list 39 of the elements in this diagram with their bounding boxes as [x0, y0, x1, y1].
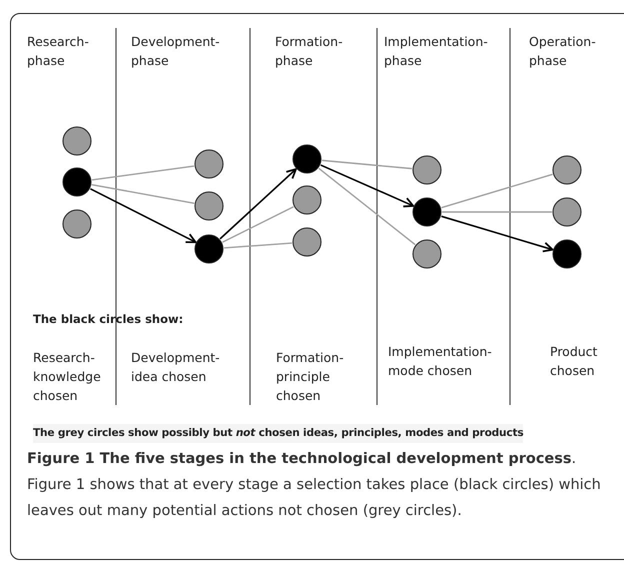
phase-heading: Implementation- phase [384, 33, 489, 70]
circle-node [62, 126, 92, 156]
circle-node [292, 144, 322, 174]
arrow [320, 164, 414, 208]
phase-heading: Formation- phase [275, 33, 344, 70]
circle-node [412, 239, 442, 269]
connector-line [222, 206, 294, 243]
legend-note: The grey circles show possibly but not chosen ideas, principles, modes and products [33, 424, 524, 443]
circle-node [194, 149, 224, 179]
circle-node [552, 239, 582, 269]
circle-node [194, 234, 224, 264]
circle-node [292, 227, 322, 257]
column-note: Development- idea chosen [131, 349, 221, 386]
figure-caption: Figure 1 The five stages in the technological development process. Figure 1 shows that at every stage a selection takes place (black circles) which leaves out many potential actions not chosen (grey circles). [27, 450, 602, 521]
circle-node [292, 185, 322, 215]
connector-line [92, 184, 194, 204]
circle-node [194, 191, 224, 221]
circle-node [552, 155, 582, 185]
circle-node [412, 197, 442, 227]
connector-line [224, 242, 292, 249]
circle-node [552, 197, 582, 227]
connector-line [318, 168, 416, 246]
phase-heading: Development- phase [131, 33, 221, 70]
connector-line [322, 160, 412, 170]
column-note: Research- knowledge chosen [33, 349, 102, 405]
circle-node [412, 155, 442, 185]
column-note: Product chosen [550, 343, 598, 380]
column-note: Implementation- mode chosen [388, 343, 493, 380]
circle-node [62, 209, 92, 239]
column-note: Formation- principle chosen [276, 349, 345, 405]
phase-heading: Operation- phase [529, 33, 597, 70]
circle-node [62, 167, 92, 197]
connector-line [441, 174, 553, 208]
phase-heading: Research- phase [27, 33, 90, 70]
arrow [90, 188, 197, 244]
connector-line [442, 211, 552, 213]
arrow [441, 216, 554, 252]
connector-line [92, 165, 194, 181]
arrow [220, 168, 297, 240]
